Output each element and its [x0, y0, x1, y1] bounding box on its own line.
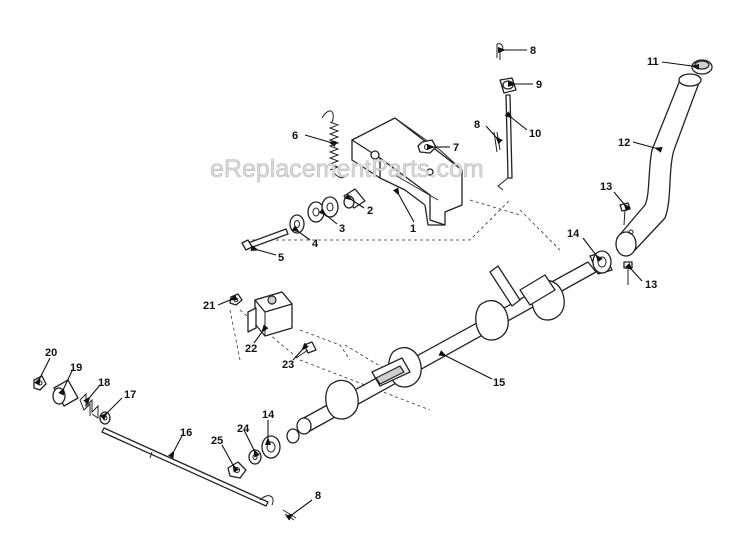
callout-19: 19 [70, 362, 82, 374]
part-12-handle-tube[interactable] [615, 73, 702, 257]
part-2-spacer[interactable] [343, 188, 366, 209]
part-22-switch[interactable] [247, 291, 293, 337]
part-16-rod[interactable] [101, 427, 274, 507]
callout-25: 25 [211, 435, 223, 447]
part-1-bracket[interactable] [351, 117, 463, 226]
callout-10: 10 [529, 128, 541, 140]
callout-1: 1 [410, 223, 416, 235]
callout-14-lower: 14 [262, 409, 275, 421]
callout-18: 18 [98, 377, 110, 389]
part-4-washer[interactable] [289, 214, 305, 234]
callout-24: 24 [237, 423, 250, 435]
callout-3: 3 [339, 223, 345, 235]
callout-12: 12 [618, 137, 630, 149]
callout-8-middle: 8 [474, 119, 480, 131]
part-21-nut[interactable] [229, 293, 243, 306]
part-13-bolt-upper[interactable] [619, 202, 631, 226]
callout-8-bottom: 8 [315, 490, 321, 502]
part-25-nut[interactable] [227, 461, 247, 479]
callout-9: 9 [536, 79, 542, 91]
part-11-grip-cap[interactable] [691, 59, 713, 75]
part-17-washer[interactable] [99, 411, 111, 425]
callout-13-upper: 13 [600, 181, 612, 193]
callout-5: 5 [278, 252, 284, 264]
part-5-bolt[interactable] [241, 228, 289, 251]
callout-6: 6 [292, 130, 298, 142]
part-3-rollers[interactable] [307, 196, 339, 223]
callout-7: 7 [453, 142, 459, 154]
callout-15: 15 [493, 377, 505, 389]
part-20-nut[interactable] [33, 375, 47, 391]
part-10-rod[interactable] [497, 94, 513, 191]
part-23-screw[interactable] [295, 341, 317, 359]
part-8-cotter-pin-bottom[interactable] [282, 509, 297, 521]
part-13-bolt-lower[interactable] [623, 261, 633, 285]
callout-13-lower: 13 [645, 279, 657, 291]
callout-4: 4 [312, 238, 319, 250]
callout-14-upper: 14 [567, 228, 580, 240]
callout-20: 20 [45, 347, 57, 359]
part-18-spring[interactable] [79, 392, 99, 419]
callout-8-top: 8 [530, 45, 536, 57]
part-24-washer[interactable] [248, 449, 262, 465]
part-8-cotter-pin-top[interactable] [496, 43, 504, 60]
callout-11: 11 [647, 56, 659, 68]
callout-2: 2 [367, 205, 373, 217]
callout-17: 17 [124, 389, 136, 401]
watermark-text: eReplacementParts.com [210, 155, 484, 183]
callout-16: 16 [180, 427, 192, 439]
part-9-clevis[interactable] [499, 77, 517, 94]
leader-lines [34, 47, 700, 521]
callout-23: 23 [282, 359, 294, 371]
callout-22: 22 [245, 343, 257, 355]
part-15-cross-shaft[interactable] [296, 261, 597, 435]
callout-labels: 1 2 3 4 5 6 7 8 8 8 9 10 11 12 13 13 14 … [45, 45, 659, 502]
callout-21: 21 [203, 300, 215, 312]
